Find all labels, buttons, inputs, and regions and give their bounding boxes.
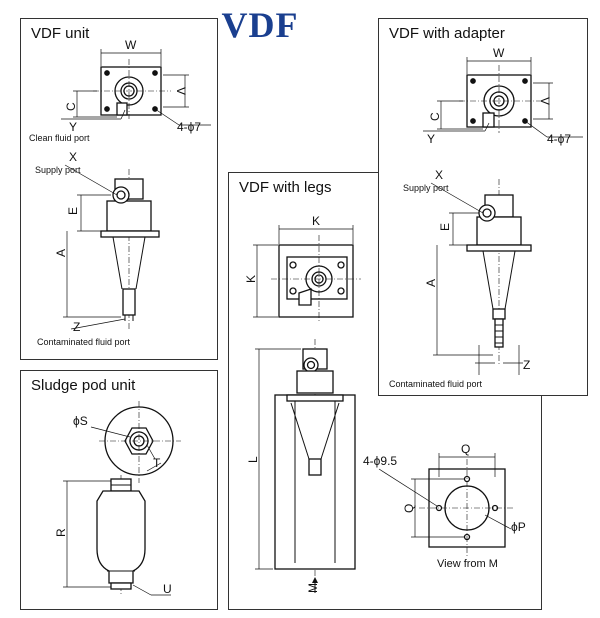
dim-holes: 4-ϕ7 [177,120,201,134]
dim-c: C [64,102,78,111]
panel-sludge-pod: Sludge pod unit ϕS T R U [20,370,218,610]
view-arrow-icon [312,577,318,583]
dim-x: X [435,168,443,182]
panel-vdf-unit: VDF unit W V C Y Clean fluid port 4-ϕ7 [20,18,218,360]
dim-m: M [306,583,320,593]
dim-a: A [54,249,68,257]
dim-z: Z [73,320,80,334]
note-clean-port: Clean fluid port [29,133,90,143]
dim-t: T [153,456,161,470]
dim-c: C [428,112,442,121]
dim-phi-p: ϕP [511,520,526,534]
note-view-from-m: View from M [437,558,498,570]
brand-title: VDF [221,5,299,45]
dim-r: R [54,528,68,537]
dim-y: Y [427,132,435,146]
dim-u: U [163,582,172,596]
dim-v: V [538,97,552,105]
panel-title: VDF unit [31,25,90,42]
dim-w: W [125,38,137,52]
dim-l: L [246,456,260,463]
sludge-pod-drawing: ϕS T R U [54,401,181,596]
dim-q-vertical: Q [402,504,416,513]
vdf-adapter-drawing: W V C Y 4-ϕ7 X Supply port [389,46,583,389]
panel-title: VDF with legs [239,179,332,196]
note-supply-port: Supply port [403,183,449,193]
vdf-unit-drawing: W V C Y Clean fluid port 4-ϕ7 X Supply p… [29,38,211,347]
dim-v: V [174,87,188,95]
note-contaminated-port: Contaminated fluid port [37,337,131,347]
vdf-legs-drawing: K K L M Q [244,214,526,593]
panel-vdf-adapter: VDF with adapter W V C Y 4-ϕ7 [378,18,588,396]
dim-e: E [66,207,80,215]
dim-holes: 4-ϕ7 [547,132,571,146]
dim-phi-s: ϕS [73,414,88,428]
dim-holes: 4-ϕ9.5 [363,454,397,468]
panel-title: VDF with adapter [389,25,505,42]
dim-e: E [438,223,452,231]
dim-z: Z [523,358,530,372]
panel-title: Sludge pod unit [31,377,136,394]
dim-w: W [493,46,505,60]
dim-x: X [69,150,77,164]
note-supply-port: Supply port [35,165,81,175]
note-contaminated-port: Contaminated fluid port [389,379,483,389]
dim-y: Y [69,120,77,134]
dim-a: A [424,279,438,287]
dim-k-depth: K [244,275,258,283]
dim-k-width: K [312,214,320,228]
dim-q-horizontal: Q [461,442,470,456]
